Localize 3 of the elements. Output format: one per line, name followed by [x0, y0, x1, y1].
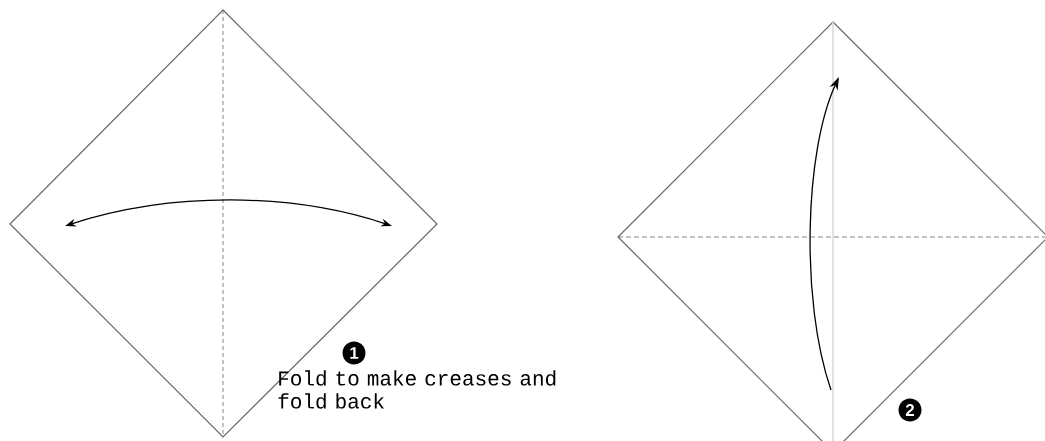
callout-number: 1	[342, 341, 366, 365]
callout-number: 2	[898, 398, 922, 422]
step-instruction: Fold to make creases and fold back	[278, 370, 556, 409]
